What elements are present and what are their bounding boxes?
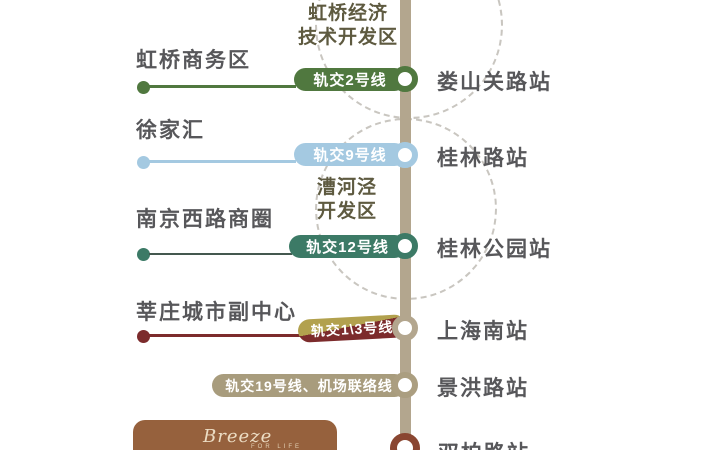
district-label: 莘庄城市副中心 [136, 301, 297, 324]
district-label: 南京西路商圈 [136, 208, 274, 231]
station-marker [392, 372, 418, 398]
project-station-marker [390, 433, 420, 450]
line-badge-metro-19-airport-link: 轨交19号线、机场联络线 [212, 374, 406, 397]
station-marker [392, 315, 418, 341]
breeze-logo-tagline: FOR LIFE [251, 444, 303, 450]
zone-label-line: 开发区 [316, 201, 377, 222]
district-dot [137, 81, 150, 94]
line-badge-metro-1-3: 轨交1\3号线 [297, 314, 407, 343]
zone-label-line: 技术开发区 [297, 27, 398, 48]
line-badge-metro-9: 轨交9号线 [294, 143, 406, 166]
project-logo-plate: Breeze FOR LIFE [133, 420, 337, 450]
district-label: 虹桥商务区 [136, 49, 251, 72]
district-connector-line [149, 85, 296, 88]
district-dot [137, 248, 150, 261]
district-connector-line [149, 334, 307, 337]
station-marker [392, 233, 418, 259]
line-badge-metro-2: 轨交2号线 [294, 68, 406, 91]
district-label: 徐家汇 [136, 119, 205, 142]
station-label: 上海南站 [437, 320, 529, 343]
zone-label-caohejing-dev: 漕河泾 开发区 [277, 176, 417, 224]
zone-label-hongqiao-dev: 虹桥经济 技术开发区 [278, 2, 418, 50]
line-badge-metro-12: 轨交12号线 [289, 235, 406, 258]
district-connector-line [149, 253, 292, 255]
station-marker [392, 66, 418, 92]
district-dot [137, 156, 150, 169]
zone-label-line: 漕河泾 [316, 177, 377, 198]
station-label: 桂林路站 [437, 147, 529, 170]
station-label: 双柏路站 [438, 437, 530, 450]
station-marker [392, 142, 418, 168]
station-label: 娄山关路站 [437, 71, 552, 94]
breeze-logo-script: Breeze [203, 426, 273, 447]
metro-corridor-line [400, 0, 411, 450]
district-dot [137, 330, 150, 343]
station-label: 景洪路站 [437, 377, 529, 400]
station-label: 桂林公园站 [437, 238, 552, 261]
district-connector-line [149, 160, 296, 163]
zone-label-line: 虹桥经济 [307, 3, 388, 24]
